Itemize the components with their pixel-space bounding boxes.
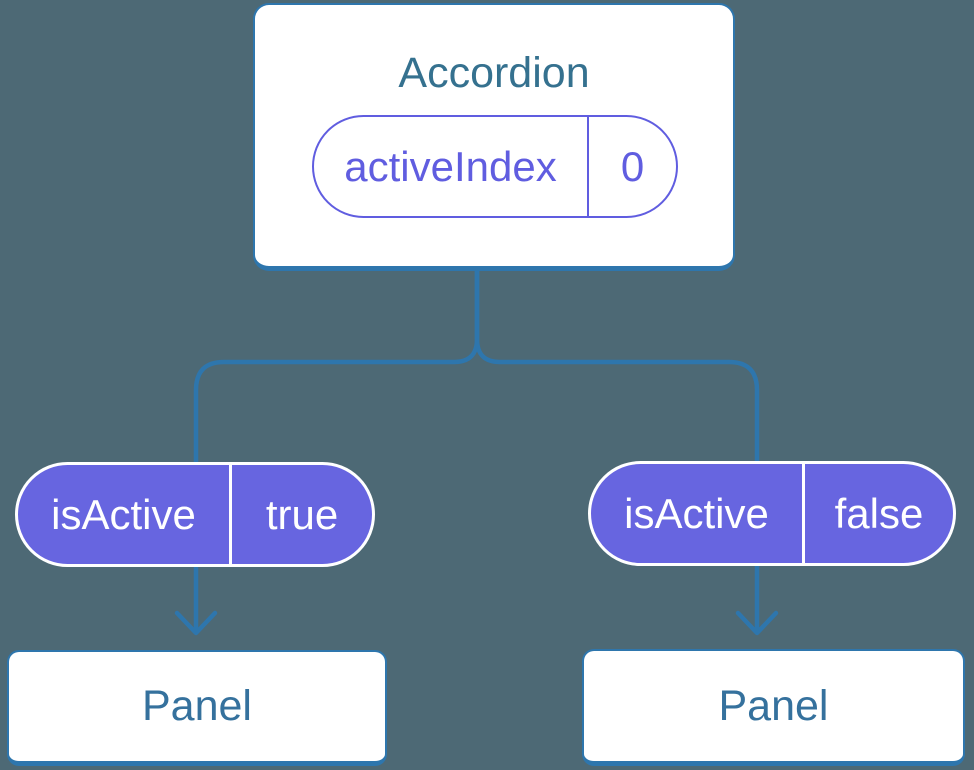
panel-node-left: Panel [7, 650, 387, 766]
state-pill-divider [587, 117, 589, 216]
branch-left-line [193, 271, 480, 466]
state-pill: activeIndex 0 [312, 115, 678, 218]
accordion-node: Accordion activeIndex 0 [253, 3, 735, 271]
prop-pill-false-label: isActive [624, 489, 769, 537]
arrow-down-right-icon [735, 563, 779, 636]
prop-pill-true-divider [229, 465, 232, 564]
prop-pill-true-value: true [265, 490, 339, 538]
branch-right-line [474, 271, 760, 464]
prop-pill-false: isActive false [588, 461, 956, 566]
state-pill-label: activeIndex [344, 142, 557, 190]
prop-pill-false-divider [802, 464, 805, 563]
state-pill-value: 0 [620, 142, 645, 190]
prop-pill-true: isActive true [15, 462, 375, 567]
prop-pill-false-value: false [834, 489, 924, 537]
prop-pill-true-label: isActive [51, 490, 196, 538]
panel-node-right: Panel [582, 649, 965, 766]
arrow-down-left-icon [174, 565, 218, 636]
accordion-title: Accordion [398, 48, 590, 97]
